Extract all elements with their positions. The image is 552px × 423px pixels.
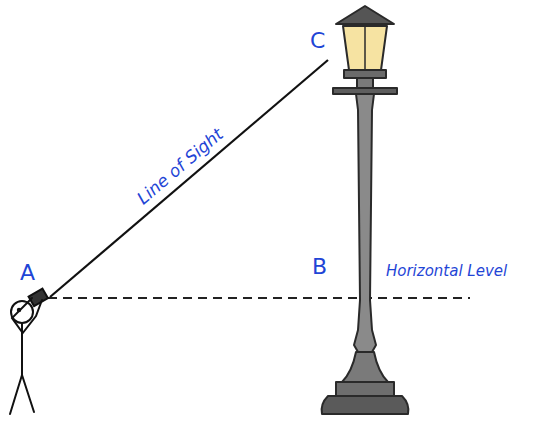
line-label: Line of Sight	[134, 125, 226, 207]
point-label: C	[310, 30, 325, 52]
line-label: Horizontal Level	[386, 264, 507, 279]
observer-figure	[10, 289, 48, 414]
line-of-sight	[50, 60, 328, 297]
horizontal-line	[48, 297, 470, 299]
lamp-post	[322, 6, 409, 414]
point-label: B	[312, 256, 327, 278]
point-label: A	[20, 262, 35, 284]
